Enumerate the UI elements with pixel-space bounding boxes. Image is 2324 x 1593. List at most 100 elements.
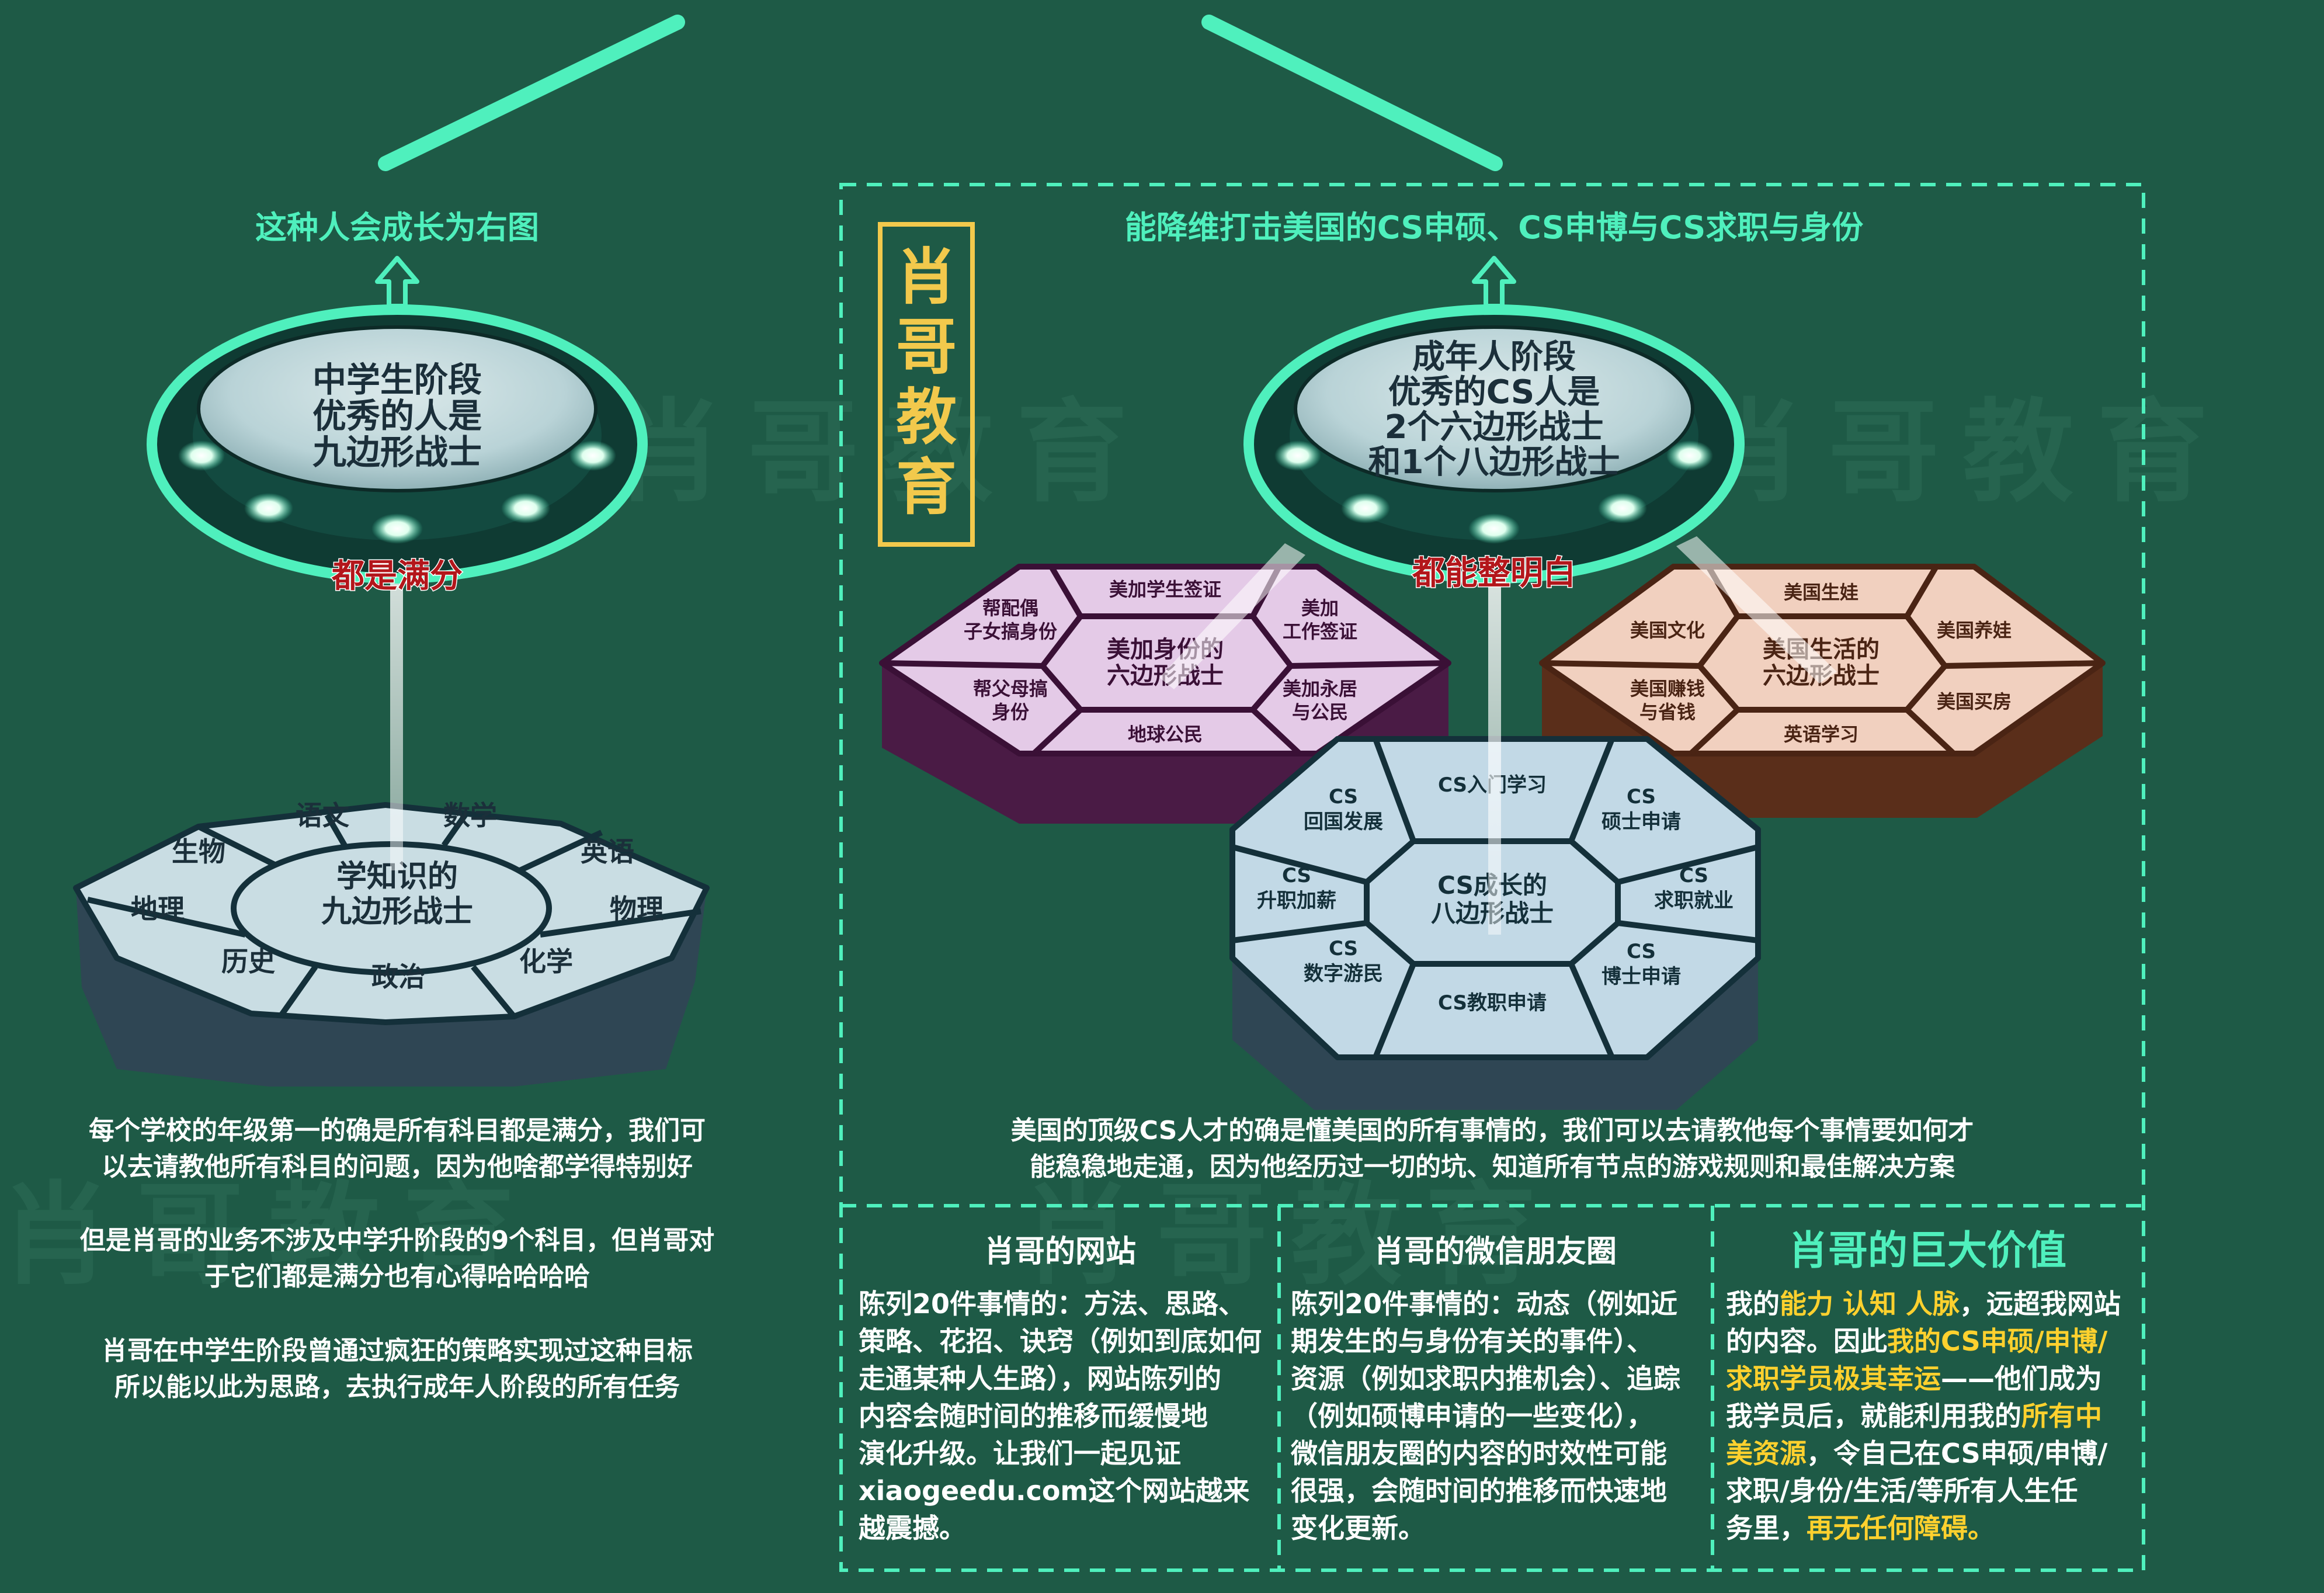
- visa-cell: 子女搞身份: [964, 620, 1057, 643]
- highlight-text: 能力 认知 人脉: [1780, 1288, 1960, 1320]
- box-line: 内容会随时间的推移而缓慢地: [859, 1400, 1208, 1432]
- life-cell: 英语学习: [1784, 723, 1858, 745]
- para-line: 于它们都是满分也有心得哈哈哈哈: [204, 1262, 590, 1292]
- value-box-title: 肖哥的巨大价值: [1788, 1228, 2066, 1274]
- website-box-title: 肖哥的网站: [984, 1234, 1136, 1269]
- disc-text: 和1个八边形战士: [1368, 443, 1620, 481]
- subject-label: 生物: [172, 836, 225, 867]
- right-dashed-frame: [839, 183, 2145, 1572]
- cs-cell: CS: [1627, 940, 1656, 963]
- beam-to-visa: [1159, 543, 1305, 689]
- right-paragraph: 美国的顶级CS人才的确是懂美国的所有事情的，我们可以去请教他每个事情要如何才 能…: [876, 1113, 2108, 1185]
- body-text: 我学员后，就能利用我的: [1726, 1400, 2021, 1432]
- visa-cell: 美加永居: [1283, 678, 1357, 700]
- visa-hexagon: 美加学生签证 美加 工作签证 美加永居 与公民 地球公民 帮父母搞 身份 帮配偶…: [879, 564, 1451, 824]
- top-right-stroke: [1201, 15, 1503, 171]
- life-cell: 美国赚钱: [1630, 678, 1705, 700]
- brand-box: [878, 222, 975, 547]
- body-text: 务里，: [1726, 1512, 1807, 1544]
- box-line: xiaogeedu.com这个网站越来: [859, 1475, 1250, 1507]
- subject-label: 化学: [519, 946, 573, 977]
- cs-cell: 求职就业: [1654, 889, 1734, 912]
- beam-to-life: [1676, 536, 1837, 683]
- disc-text: 九边形战士: [312, 432, 482, 472]
- watermark-layer: 肖哥教育 肖哥教育 肖哥教育 肖哥教育: [0, 388, 2231, 1300]
- box-line: （例如硕博申请的一些变化），: [1291, 1400, 1653, 1432]
- box-line: 变化更新。: [1291, 1512, 1425, 1544]
- body-text: 的内容。因此: [1726, 1325, 1887, 1357]
- subject-label: 政治: [371, 961, 425, 992]
- wechat-box-title: 肖哥的微信朋友圈: [1373, 1234, 1617, 1269]
- watermark-text: 肖哥教育: [613, 388, 1151, 517]
- visa-cell: 身份: [992, 701, 1029, 723]
- nonagon-center-label: 九边形战士: [321, 894, 473, 929]
- body-text: ——他们成为: [1941, 1363, 2102, 1394]
- disc-text: 成年人阶段: [1412, 338, 1576, 376]
- cs-cell: 升职加薪: [1257, 889, 1336, 912]
- cs-cell: CS教职申请: [1438, 991, 1547, 1015]
- subject-label: 历史: [221, 946, 275, 977]
- para-line: 每个学校的年级第一的确是所有科目都是满分，我们可: [89, 1116, 706, 1146]
- highlight-text: 我的CS申硕/申博/: [1887, 1325, 2108, 1357]
- box-line: 演化升级。让我们一起见证: [859, 1438, 1181, 1469]
- left-paragraph: 肖哥在中学生阶段曾通过疯狂的策略实现过这种目标 所以能以此为思路，去执行成年人阶…: [23, 1333, 771, 1405]
- box-line: 资源（例如求职内推机会）、追踪: [1291, 1363, 1680, 1394]
- box-line: 很强，会随时间的推移而快速地: [1291, 1475, 1667, 1507]
- highlight-text: 美资源: [1726, 1438, 1807, 1469]
- body-text: ，令自己在CS申硕/申博/: [1807, 1438, 2108, 1469]
- cs-cell: 博士申请: [1602, 965, 1681, 988]
- right-ring-label: 都能整明白: [1412, 554, 1576, 592]
- body-text: 我的: [1726, 1288, 1780, 1320]
- right-ufo-disc: 成年人阶段 优秀的CS人是 2个六边形战士 和1个八边形战士 都能整明白: [1243, 304, 1745, 594]
- life-cell: 美国生娃: [1784, 581, 1858, 603]
- brand-char: 教: [896, 381, 957, 453]
- disc-text: 优秀的CS人是: [1388, 373, 1600, 411]
- para-line: 但是肖哥的业务不涉及中学升阶段的9个科目，但肖哥对: [79, 1226, 715, 1255]
- visa-cell: 美加: [1301, 597, 1339, 619]
- cs-cell: 数字游民: [1304, 962, 1383, 985]
- visa-cell: 工作签证: [1283, 620, 1357, 643]
- box-line: 走通某种人生路），网站陈列的: [859, 1363, 1221, 1394]
- body-text: 求职/身份/生活/等所有人生任: [1726, 1475, 2078, 1507]
- life-cell: 美国买房: [1937, 690, 2012, 713]
- cs-cell: CS: [1627, 785, 1656, 808]
- left-ring-label: 都是满分: [331, 557, 463, 595]
- up-arrow-icon: [1472, 256, 1516, 308]
- brand-vertical-text: 肖 哥 教 育: [896, 241, 957, 523]
- para-line: 美国的顶级CS人才的确是懂美国的所有事情的，我们可以去请教他每个事情要如何才: [1010, 1116, 1974, 1146]
- cs-cell: 硕士申请: [1602, 810, 1681, 834]
- visa-cell: 地球公民: [1128, 723, 1203, 745]
- box-line: 策略、花招、诀窍（例如到底如何: [859, 1325, 1262, 1357]
- life-cell: 与省钱: [1639, 701, 1696, 723]
- left-light-beam: [390, 543, 403, 870]
- visa-cell: 帮配偶: [982, 597, 1038, 619]
- cs-cell: CS: [1329, 937, 1358, 960]
- life-cell: 美国养娃: [1937, 619, 2012, 641]
- disc-text: 优秀的人是: [312, 396, 482, 436]
- box-line: 陈列20件事情的：方法、思路、: [859, 1288, 1246, 1320]
- box-line: 的内容。因此我的CS申硕/申博/: [1726, 1323, 2138, 1360]
- nonagon-platform: 语文 数学 英语 物理 化学 政治 历史 地理 生物 学知识的 九边形战士: [73, 800, 710, 1087]
- left-top-caption: 这种人会成长为右图: [255, 209, 539, 246]
- subject-label: 英语: [581, 836, 634, 867]
- disc-text: 2个六边形战士: [1385, 408, 1604, 446]
- watermark-text: 肖哥教育: [1694, 388, 2231, 517]
- visa-cell: 与公民: [1292, 701, 1348, 723]
- cs-cell: CS: [1329, 785, 1358, 808]
- highlight-text: 所有中: [2021, 1400, 2102, 1432]
- cs-cell: CS: [1679, 864, 1708, 887]
- left-paragraph: 每个学校的年级第一的确是所有科目都是满分，我们可 以去请教他所有科目的问题，因为…: [23, 1113, 771, 1185]
- para-line: 肖哥在中学生阶段曾通过疯狂的策略实现过这种目标: [102, 1336, 693, 1366]
- life-cell: 美国文化: [1630, 619, 1705, 641]
- website-box-body: 陈列20件事情的：方法、思路、 策略、花招、诀窍（例如到底如何 走通某种人生路）…: [859, 1285, 1267, 1547]
- up-arrow-icon: [375, 256, 419, 308]
- right-top-caption: 能降维打击美国的CS申硕、CS申博与CS求职与身份: [1125, 209, 1864, 246]
- cs-cell: 回国发展: [1304, 810, 1383, 834]
- box-line: 求职学员极其幸运——他们成为: [1726, 1360, 2138, 1397]
- visa-cell: 帮父母搞: [973, 678, 1048, 700]
- brand-char: 哥: [896, 311, 957, 383]
- subject-label: 物理: [610, 893, 663, 925]
- top-left-stroke: [378, 15, 685, 171]
- box-line: 求职/身份/生活/等所有人生任: [1726, 1472, 2138, 1509]
